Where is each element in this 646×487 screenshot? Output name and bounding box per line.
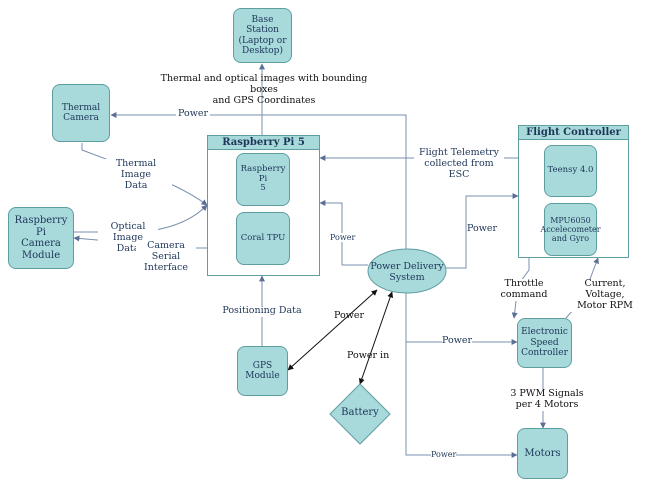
- esc-node: Electronic Speed Controller: [517, 318, 572, 368]
- edge-throttle: [511, 258, 530, 319]
- flight-controller-title: Flight Controller: [519, 126, 628, 140]
- edge-power-in: [358, 291, 394, 385]
- label-thermal-data: Thermal Image Data: [100, 158, 172, 192]
- mpu-node: MPU6050 Accelecometer and Gyro: [540, 203, 601, 256]
- label-to-base: Thermal and optical images with bounding…: [160, 73, 368, 106]
- battery-label: Battery: [341, 407, 379, 418]
- motors-node: Motors: [517, 428, 568, 479]
- teensy-node: Teensy 4.0: [544, 145, 597, 197]
- label-power-thermal: Power: [176, 108, 211, 120]
- label-power-esc: Power: [442, 335, 473, 347]
- edge-power-fc: [446, 193, 519, 269]
- label-flight-telemetry: Flight Telemetry collected from ESC: [414, 147, 504, 181]
- rpi5-inner-node: Raspberry Pi 5: [236, 153, 290, 206]
- battery-shape: [329, 383, 391, 445]
- label-throttle: Throttle command: [497, 278, 551, 301]
- base-station-node: Base Station (Laptop or Desktop): [233, 8, 292, 63]
- power-delivery-shape: [367, 248, 447, 294]
- power-delivery-label: Power Delivery System: [370, 261, 444, 283]
- gps-node: GPS Module: [237, 346, 288, 396]
- label-pwm: 3 PWM Signals per 4 Motors: [508, 388, 586, 411]
- label-current-voltage: Current, Voltage, Motor RPM: [566, 278, 644, 312]
- coral-tpu-node: Coral TPU: [236, 212, 290, 265]
- label-positioning: Positioning Data: [222, 305, 302, 317]
- label-power-rpi: Power: [330, 233, 356, 243]
- label-power-fc: Power: [467, 223, 498, 235]
- label-power-in: Power in: [347, 350, 390, 361]
- rpi-camera-node: Raspberry Pi Camera Module: [8, 207, 74, 269]
- thermal-camera-node: Thermal Camera: [52, 84, 110, 142]
- edge-power-motors: [405, 342, 518, 458]
- label-camera-serial: Camera Serial Interface: [136, 240, 196, 274]
- rpi5-group-title: Raspberry Pi 5: [208, 136, 319, 150]
- label-power-motors: Power: [431, 450, 457, 460]
- label-power-gps: Power: [334, 310, 365, 321]
